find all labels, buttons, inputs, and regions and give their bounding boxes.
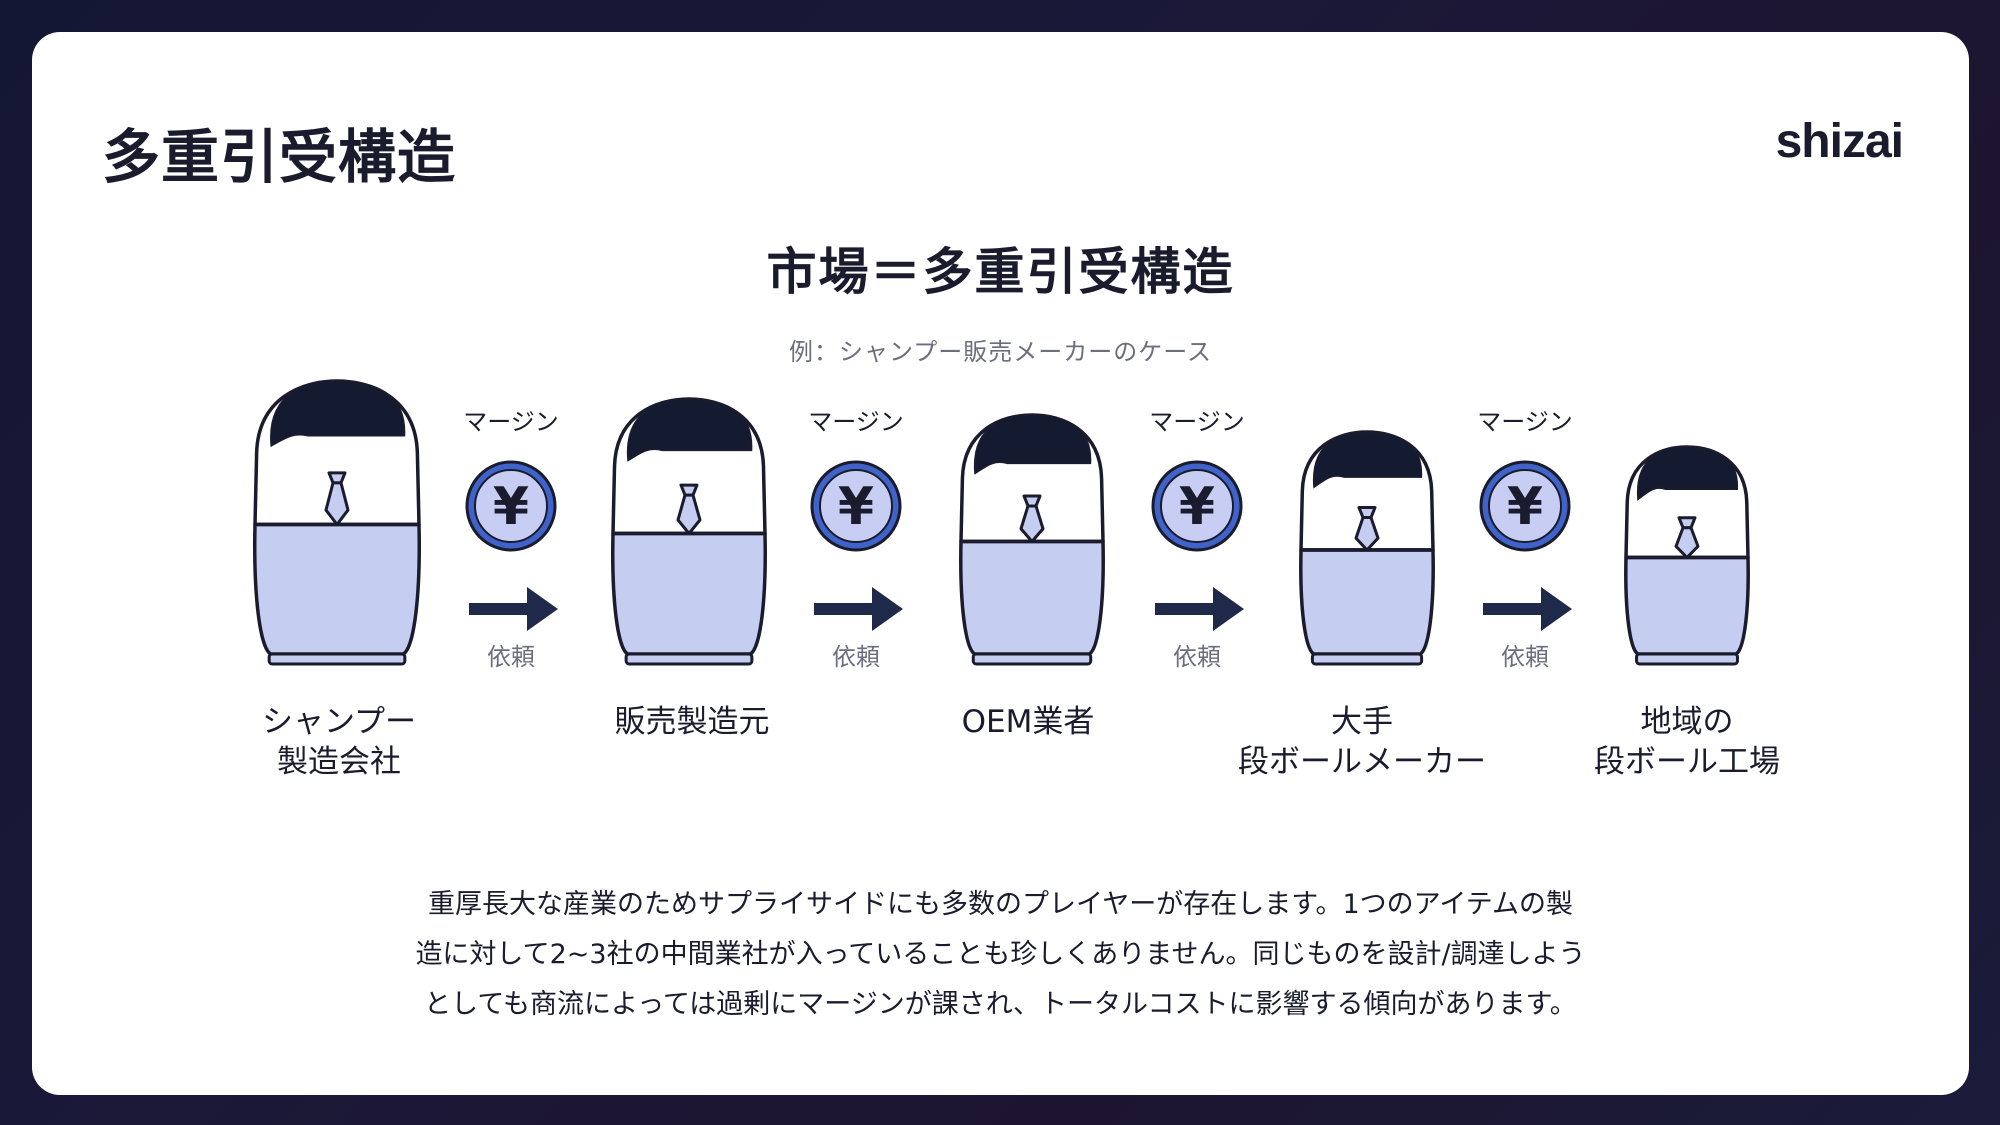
doll-base: [1635, 652, 1739, 666]
matryoshka-doll: [959, 413, 1105, 666]
margin-label: マージン: [463, 408, 559, 436]
connector: マージン ¥ 依頼: [1149, 408, 1245, 671]
yen-symbol: ¥: [493, 477, 529, 537]
stage-label-line: 大手: [1331, 704, 1393, 740]
stage-label-line: OEM業者: [961, 704, 1095, 740]
doll-base: [267, 652, 407, 666]
doll-lower-body: [1624, 555, 1750, 656]
yen-symbol: ¥: [1507, 477, 1543, 537]
doll-hair: [1313, 430, 1423, 489]
stage-label: 販売製造元: [615, 702, 770, 742]
brand-logo: shizai: [1775, 115, 1904, 168]
request-label: 依頼: [832, 643, 880, 671]
margin-label: マージン: [1477, 408, 1573, 436]
tie-blade: [1354, 516, 1380, 552]
stage-label: シャンプー製造会社: [262, 702, 416, 782]
margin-label: マージン: [1149, 408, 1245, 436]
tie-knot: [1677, 516, 1697, 530]
yen-symbol: ¥: [838, 477, 874, 537]
arrow-shaft: [1483, 603, 1545, 615]
arrow-right-icon: [872, 587, 903, 631]
doll-lower-body: [959, 539, 1105, 656]
stage-label-line: 製造会社: [276, 744, 401, 780]
connector: マージン ¥ 依頼: [463, 408, 559, 671]
slide: 多重引受構造 shizai 市場＝多重引受構造 例：シャンプー販売メーカーのケー…: [32, 32, 1969, 1095]
matryoshka-doll: [253, 379, 421, 666]
description-line: としても商流によっては過剰にマージンが課され、トータルコストに影響する傾向があり…: [424, 989, 1577, 1020]
doll-hair: [627, 397, 753, 462]
doll-base: [971, 652, 1093, 666]
description: 重厚長大な産業のためサプライサイドにも多数のプレイヤーが存在します。1つのアイテ…: [32, 880, 1969, 1030]
stage-label-line: シャンプー: [261, 704, 417, 740]
doll-base: [1310, 652, 1424, 666]
arrow-shaft: [814, 603, 876, 615]
stage-label-line: 地域の: [1640, 704, 1734, 740]
arrow-shaft: [1155, 603, 1217, 615]
doll-hair: [270, 379, 406, 448]
diagram-title: 市場＝多重引受構造: [766, 243, 1235, 301]
connector: マージン ¥ 依頼: [1477, 408, 1573, 671]
arrow-right-icon: [1541, 587, 1572, 631]
doll-lower-body: [611, 531, 767, 656]
stage-label: 地域の段ボール工場: [1594, 702, 1780, 782]
request-label: 依頼: [1501, 643, 1549, 671]
yen-coin-face: [474, 469, 548, 543]
description-line: 造に対して2~3社の中間業社が入っていることも珍しくありません。同じものを設計/…: [415, 939, 1586, 970]
tie-blade: [676, 493, 702, 535]
request-label: 依頼: [1173, 643, 1221, 671]
matryoshka-doll: [1299, 430, 1435, 666]
arrow-shaft: [469, 603, 531, 615]
page-title: 多重引受構造: [102, 123, 457, 191]
doll-hair: [1637, 445, 1739, 501]
matryoshka-doll: [611, 397, 767, 666]
arrow-right-icon: [527, 587, 558, 631]
yen-coin-face: [819, 469, 893, 543]
yen-coin-face: [1488, 469, 1562, 543]
doll-hair: [974, 413, 1092, 475]
connector: マージン ¥ 依頼: [808, 408, 904, 671]
tie-blade: [324, 481, 350, 526]
tie-blade: [1674, 526, 1700, 559]
yen-symbol: ¥: [1179, 477, 1215, 537]
tie-blade: [1019, 504, 1045, 543]
request-label: 依頼: [487, 643, 535, 671]
stage-label: OEM業者: [962, 702, 1095, 742]
stage-label-line: 段ボールメーカー: [1238, 744, 1486, 780]
doll-lower-body: [253, 522, 421, 656]
stage-label: 大手段ボールメーカー: [1238, 702, 1486, 782]
doll-base: [624, 652, 754, 666]
description-line: 重厚長大な産業のためサプライサイドにも多数のプレイヤーが存在します。1つのアイテ…: [428, 889, 1573, 920]
margin-label: マージン: [808, 408, 904, 436]
matryoshka-diagram: マージン ¥ 依頼 マージン ¥ 依頼 マージン ¥ 依頼 マージン ¥ 依頼: [253, 379, 1750, 671]
diagram-subtitle: 例：シャンプー販売メーカーのケース: [788, 338, 1213, 366]
doll-lower-body: [1299, 548, 1435, 656]
stage-label-line: 販売製造元: [614, 704, 770, 740]
arrow-right-icon: [1213, 587, 1244, 631]
matryoshka-doll: [1624, 445, 1750, 666]
yen-coin-face: [1160, 469, 1234, 543]
stage-label-line: 段ボール工場: [1594, 744, 1780, 780]
